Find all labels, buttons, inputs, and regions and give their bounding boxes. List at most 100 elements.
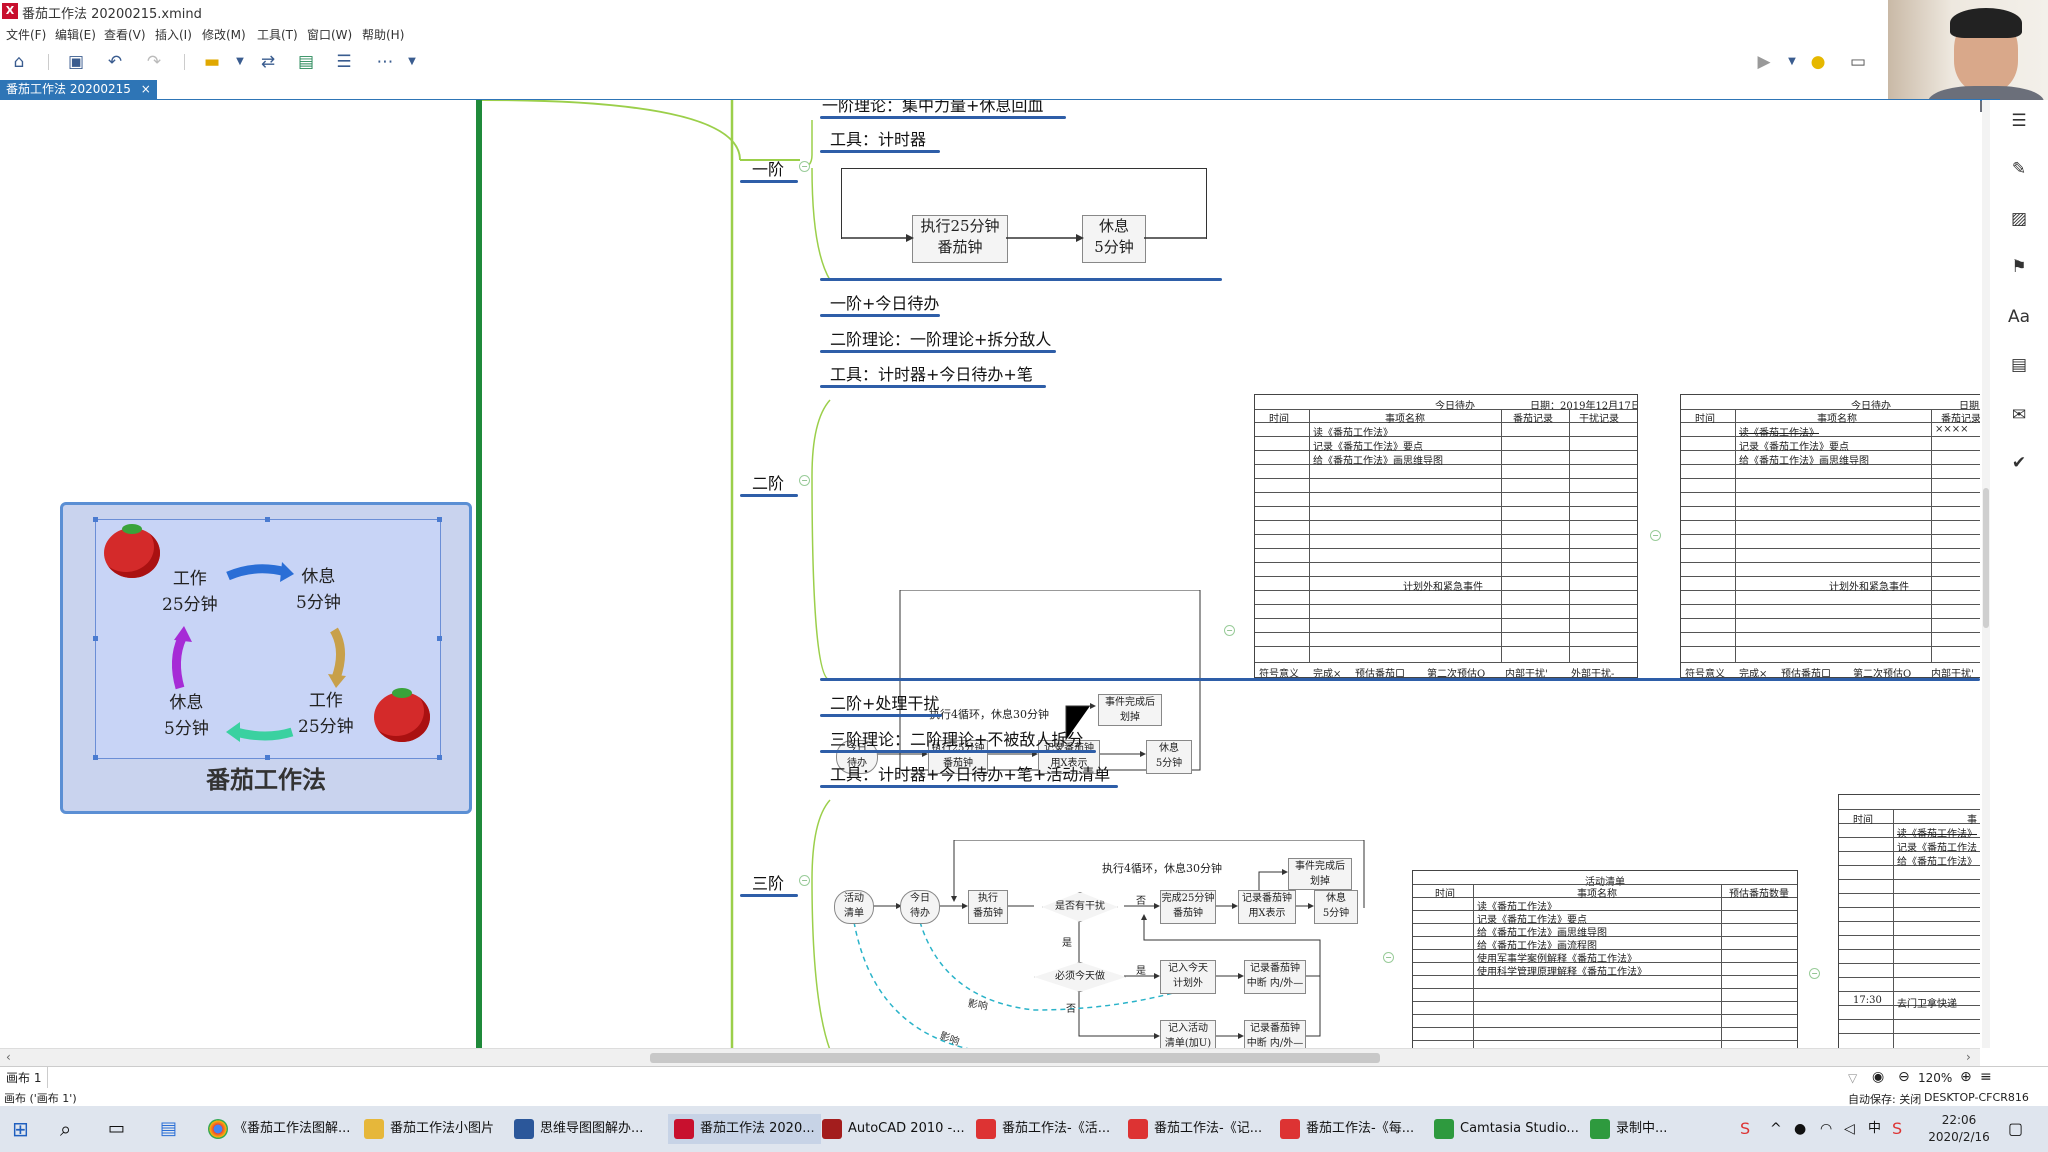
central-image[interactable]: 工作 25分钟 休息 5分钟 工作 25分钟 休息 5分钟 bbox=[93, 517, 442, 760]
stage2-theory[interactable]: 二阶理论：一阶理论+拆分敌人 bbox=[830, 330, 1052, 349]
collapse-icon[interactable]: − bbox=[1383, 952, 1394, 963]
chevron-up-icon[interactable]: ^ bbox=[1770, 1121, 1782, 1137]
collapse-icon[interactable]: − bbox=[799, 475, 810, 486]
presentation-icon[interactable]: ▶ bbox=[1757, 52, 1771, 72]
taskbar-app-recorder[interactable]: 录制中... bbox=[1590, 1114, 1667, 1144]
more-icon[interactable]: ⋯ bbox=[376, 52, 394, 72]
start-icon[interactable]: ⊞ bbox=[12, 1117, 29, 1141]
relationship-icon[interactable]: ⇄ bbox=[260, 52, 276, 72]
menu-edit[interactable]: 编辑(E) bbox=[55, 28, 96, 42]
zoom-in-icon[interactable]: ⊕ bbox=[1960, 1069, 1972, 1085]
filter-icon[interactable]: ▽ bbox=[1848, 1071, 1858, 1085]
format-brush-icon[interactable]: ✎ bbox=[2011, 159, 2027, 179]
sogou-tray-icon[interactable]: S bbox=[1892, 1119, 1903, 1138]
volume-icon[interactable]: ◁ bbox=[1844, 1121, 1855, 1137]
task-icon[interactable]: ✔ bbox=[2011, 453, 2027, 473]
outline-icon[interactable]: ☰ bbox=[2011, 111, 2027, 131]
comment-icon[interactable]: ✉ bbox=[2011, 405, 2027, 425]
scroll-right-icon[interactable]: › bbox=[1966, 1050, 1971, 1064]
stage3-activityadd-box[interactable]: 记入活动 清单(加U) bbox=[1160, 1020, 1216, 1050]
stage2-work-box[interactable]: 执行25分钟 番茄钟 bbox=[928, 740, 988, 774]
taskbar-clock[interactable]: 22:06 2020/2/16 bbox=[1924, 1112, 1994, 1146]
eye-icon[interactable]: ◉ bbox=[1872, 1069, 1885, 1085]
ime-indicator[interactable]: 中 bbox=[1868, 1121, 1882, 1136]
style-icon[interactable]: Aa bbox=[2008, 307, 2031, 327]
scrollbar-thumb[interactable] bbox=[1983, 488, 1989, 628]
save-icon[interactable]: ▣ bbox=[67, 52, 85, 72]
stage3-todo-node[interactable]: 今日 待办 bbox=[900, 890, 940, 924]
stage1-theory[interactable]: 一阶理论：集中力量+休息回血 bbox=[822, 100, 1044, 115]
resize-handle[interactable] bbox=[93, 636, 98, 641]
lightbulb-icon[interactable]: ● bbox=[1810, 52, 1826, 72]
microphone-icon[interactable]: ● bbox=[1794, 1121, 1807, 1137]
stage2-base[interactable]: 一阶+今日待办 bbox=[830, 294, 940, 313]
taskbar-app-folder[interactable]: 番茄工作法小图片 bbox=[364, 1114, 494, 1144]
stage3-activity-node[interactable]: 活动 清单 bbox=[834, 890, 874, 924]
flag-icon[interactable]: ⚑ bbox=[2011, 257, 2027, 277]
resize-handle[interactable] bbox=[93, 517, 98, 522]
undo-icon[interactable]: ↶ bbox=[107, 52, 123, 72]
taskbar-app-autocad[interactable]: AutoCAD 2010 -... bbox=[822, 1114, 965, 1144]
collapse-icon[interactable]: − bbox=[1224, 625, 1235, 636]
chevron-down-icon[interactable]: ▼ bbox=[408, 56, 416, 67]
stage2-label[interactable]: 二阶 bbox=[752, 474, 785, 493]
chevron-down-icon[interactable]: ▼ bbox=[1788, 56, 1796, 67]
stage1-work-box[interactable]: 执行25分钟 番茄钟 bbox=[912, 215, 1008, 263]
stage1-tool[interactable]: 工具：计时器 bbox=[830, 130, 927, 149]
resize-handle[interactable] bbox=[265, 755, 270, 760]
taskbar-app-word[interactable]: 思维导图图解办... bbox=[514, 1114, 643, 1144]
taskbar-app-pdf3[interactable]: 番茄工作法-《每... bbox=[1280, 1114, 1414, 1144]
stage1-label[interactable]: 一阶 bbox=[752, 160, 785, 179]
taskbar-app-pdf1[interactable]: 番茄工作法-《活... bbox=[976, 1114, 1110, 1144]
topic-icon[interactable]: ▬ bbox=[203, 52, 221, 72]
notes-icon[interactable]: ▤ bbox=[2010, 355, 2028, 375]
collapse-icon[interactable]: − bbox=[799, 161, 810, 172]
menu-modify[interactable]: 修改(M) bbox=[202, 28, 246, 42]
close-icon[interactable]: × bbox=[140, 82, 151, 96]
search-icon[interactable]: ⌕ bbox=[60, 1117, 72, 1141]
taskbar-app-camtasia[interactable]: Camtasia Studio... bbox=[1434, 1114, 1579, 1144]
scroll-left-icon[interactable]: ‹ bbox=[6, 1050, 11, 1064]
menu-tools[interactable]: 工具(T) bbox=[257, 28, 298, 42]
stage3-rest-box[interactable]: 休息 5分钟 bbox=[1314, 890, 1358, 924]
redo-icon[interactable]: ↷ bbox=[146, 52, 162, 72]
stage2-tool[interactable]: 工具：计时器+今日待办+笔 bbox=[830, 365, 1033, 384]
resize-handle[interactable] bbox=[93, 755, 98, 760]
home-icon[interactable]: ⌂ bbox=[13, 52, 25, 72]
stage3-label[interactable]: 三阶 bbox=[752, 874, 785, 893]
stage3-theory[interactable]: 三阶理论：二阶理论+不被敌人拆分 bbox=[830, 730, 1084, 749]
antivirus-tray-icon[interactable]: S bbox=[1740, 1119, 1751, 1138]
fit-icon[interactable]: ≡ bbox=[1980, 1069, 1992, 1085]
stage3-plan-box[interactable]: 记入今天 计划外 bbox=[1160, 960, 1216, 994]
layout-icon[interactable]: ▭ bbox=[1849, 52, 1867, 72]
collapse-icon[interactable]: − bbox=[1809, 968, 1820, 979]
stage1-rest-box[interactable]: 休息 5分钟 bbox=[1082, 215, 1146, 263]
zoom-out-icon[interactable]: ⊖ bbox=[1898, 1069, 1910, 1085]
menu-window[interactable]: 窗口(W) bbox=[307, 28, 353, 42]
stage3-base[interactable]: 二阶+处理干扰 bbox=[830, 694, 940, 713]
menu-view[interactable]: 查看(V) bbox=[104, 28, 146, 42]
menu-help[interactable]: 帮助(H) bbox=[362, 28, 405, 42]
stage3-done-box[interactable]: 事件完成后 划掉 bbox=[1288, 858, 1352, 890]
resize-handle[interactable] bbox=[437, 755, 442, 760]
resize-handle[interactable] bbox=[265, 517, 270, 522]
scrollbar-thumb[interactable] bbox=[650, 1053, 1380, 1063]
task-view-icon[interactable]: ▭ bbox=[108, 1118, 126, 1139]
stage3-tool[interactable]: 工具：计时器+今日待办+笔+活动清单 bbox=[830, 765, 1111, 784]
stage3-exec-box[interactable]: 执行 番茄钟 bbox=[968, 890, 1008, 924]
menu-file[interactable]: 文件(F) bbox=[6, 28, 47, 42]
taskbar-app-chrome[interactable]: 《番茄工作法图解... bbox=[208, 1114, 350, 1144]
menu-insert[interactable]: 插入(I) bbox=[155, 28, 192, 42]
stage2-done-box[interactable]: 事件完成后 划掉 bbox=[1098, 694, 1162, 726]
stage2-todo-node[interactable]: 今日 待办 bbox=[836, 740, 878, 774]
taskbar-app-pdf2[interactable]: 番茄工作法-《记... bbox=[1128, 1114, 1262, 1144]
stage2-rest-box[interactable]: 休息 5分钟 bbox=[1146, 740, 1192, 774]
central-topic[interactable]: 工作 25分钟 休息 5分钟 工作 25分钟 休息 5分钟 番茄工作法 bbox=[60, 502, 472, 814]
stage3-complete-box[interactable]: 完成25分钟 番茄钟 bbox=[1160, 890, 1216, 924]
vertical-scrollbar[interactable] bbox=[1982, 100, 1990, 1048]
summary-icon[interactable]: ☰ bbox=[336, 52, 352, 72]
collapse-icon[interactable]: − bbox=[799, 875, 810, 886]
taskbar-app-xmind[interactable]: 番茄工作法 2020... bbox=[668, 1114, 821, 1144]
boundary-icon[interactable]: ▤ bbox=[297, 52, 315, 72]
stage3-record-box[interactable]: 记录番茄钟 用X表示 bbox=[1238, 890, 1296, 924]
